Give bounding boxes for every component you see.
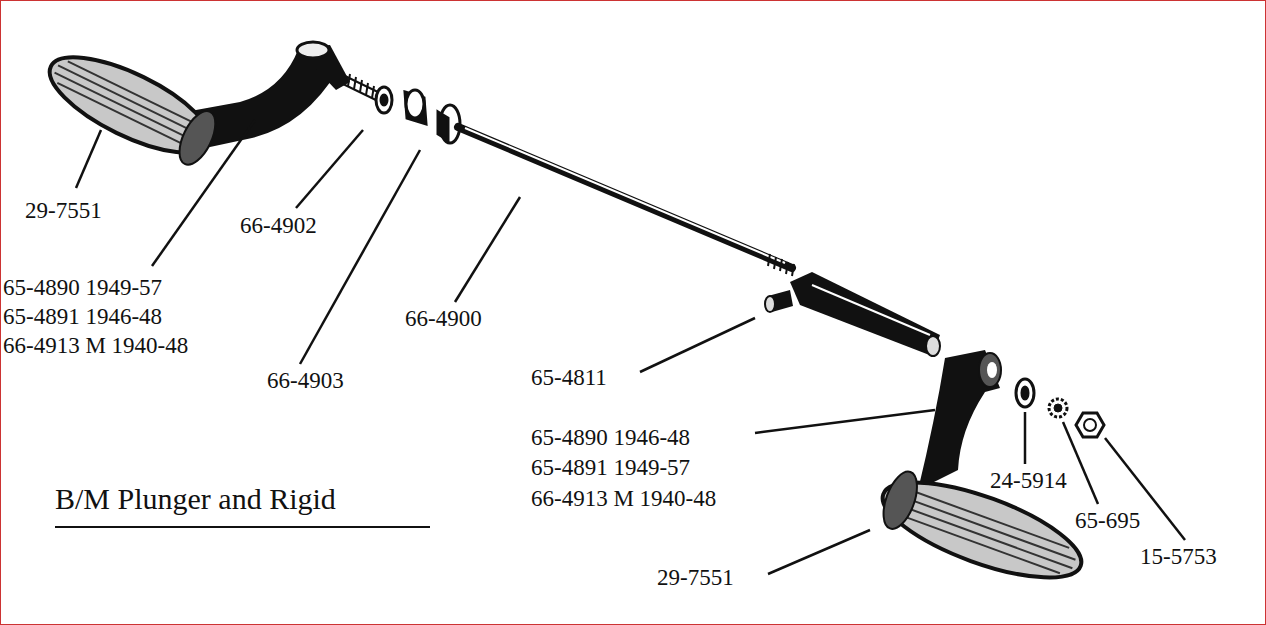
part-number: 65-4890 1949-57 [3,276,162,299]
part-number: 65-4891 1946-48 [3,305,162,328]
part-number: 65-695 [1075,509,1140,532]
right-footpeg [872,350,1092,597]
hub-end [297,42,329,58]
part-number: 66-4913 M 1940-48 [531,487,716,510]
part-number: 29-7551 [25,199,102,222]
part-number: 24-5914 [990,469,1067,492]
part-number: 66-4902 [240,214,317,237]
left-footpeg [37,39,350,172]
part-number: 65-4811 [531,366,607,389]
washers [376,87,460,143]
title-underline [55,526,430,528]
part-number: 65-4890 1946-48 [531,426,690,449]
fasteners [1016,379,1104,437]
rod [458,127,794,276]
title: B/M Plunger and Rigid [55,484,336,514]
part-number: 66-4903 [267,369,344,392]
part-number: 66-4900 [405,307,482,330]
sleeve [765,272,940,356]
part-number: 66-4913 M 1940-48 [3,334,188,357]
part-number: 15-5753 [1140,545,1217,568]
grip [37,39,223,172]
part-number: 29-7551 [657,566,734,589]
part-number: 65-4891 1949-57 [531,456,690,479]
